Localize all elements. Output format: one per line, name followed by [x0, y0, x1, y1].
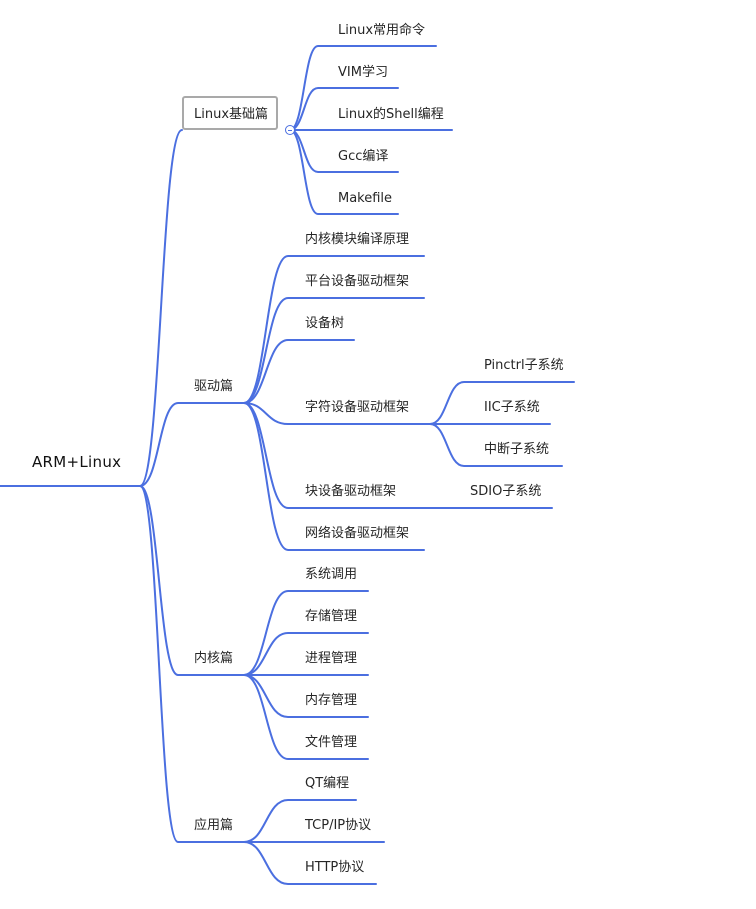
node-interrupt[interactable]: 中断子系统: [484, 442, 550, 457]
node-char-driver[interactable]: 字符设备驱动框架: [305, 400, 410, 415]
edge-application-child: [243, 841, 377, 885]
edge-char-driver-child: [429, 423, 563, 467]
node-process-mgmt[interactable]: 进程管理: [305, 651, 358, 666]
node-http[interactable]: HTTP协议: [305, 860, 365, 875]
node-storage-mgmt[interactable]: 存储管理: [305, 609, 358, 624]
root-node[interactable]: ARM+Linux: [32, 453, 122, 471]
node-file-mgmt[interactable]: 文件管理: [305, 735, 358, 750]
edge-kernel-child: [243, 674, 369, 760]
node-tcpip[interactable]: TCP/IP协议: [305, 818, 372, 833]
node-pinctrl[interactable]: Pinctrl子系统: [484, 358, 564, 373]
edge-root-driver: [139, 402, 245, 487]
node-qt[interactable]: QT编程: [305, 776, 350, 791]
node-net-driver[interactable]: 网络设备驱动框架: [305, 526, 410, 541]
edge-root-linux-basics: [139, 129, 183, 487]
edge-driver-child: [243, 339, 355, 404]
branch-application[interactable]: 应用篇: [194, 818, 234, 833]
branch-kernel[interactable]: 内核篇: [194, 651, 234, 666]
node-vim[interactable]: VIM学习: [338, 65, 388, 80]
edge-kernel-child: [243, 590, 369, 676]
node-shell[interactable]: Linux的Shell编程: [338, 107, 444, 122]
edge-driver-child: [243, 255, 425, 404]
edge-application-child: [243, 799, 357, 843]
edge-root-application: [139, 485, 245, 843]
node-platform-driver[interactable]: 平台设备驱动框架: [305, 274, 410, 289]
node-sdio[interactable]: SDIO子系统: [470, 484, 542, 499]
branch-linux-basics[interactable]: Linux基础篇: [194, 107, 269, 122]
edge-root-kernel: [139, 485, 245, 676]
node-makefile[interactable]: Makefile: [338, 191, 393, 206]
node-memory-mgmt[interactable]: 内存管理: [305, 693, 358, 708]
edge-linux-basics-child: [289, 129, 399, 215]
node-linux-commands[interactable]: Linux常用命令: [338, 23, 426, 38]
node-kernel-module[interactable]: 内核模块编译原理: [305, 232, 410, 247]
edge-char-driver-child: [429, 381, 575, 425]
edge-kernel-child: [243, 632, 369, 676]
node-gcc[interactable]: Gcc编译: [338, 149, 389, 164]
edge-linux-basics-child: [289, 45, 437, 131]
node-iic[interactable]: IIC子系统: [484, 400, 540, 415]
minus-circle-icon[interactable]: [285, 125, 295, 135]
node-device-tree[interactable]: 设备树: [305, 316, 345, 331]
branch-driver[interactable]: 驱动篇: [194, 379, 234, 394]
node-block-driver[interactable]: 块设备驱动框架: [305, 484, 397, 499]
edge-driver-child: [243, 402, 425, 551]
node-syscall[interactable]: 系统调用: [305, 567, 358, 582]
edge-kernel-child: [243, 674, 369, 718]
edge-driver-child: [243, 402, 433, 425]
selected-node-outline: [182, 96, 278, 130]
edge-driver-child: [243, 297, 425, 404]
